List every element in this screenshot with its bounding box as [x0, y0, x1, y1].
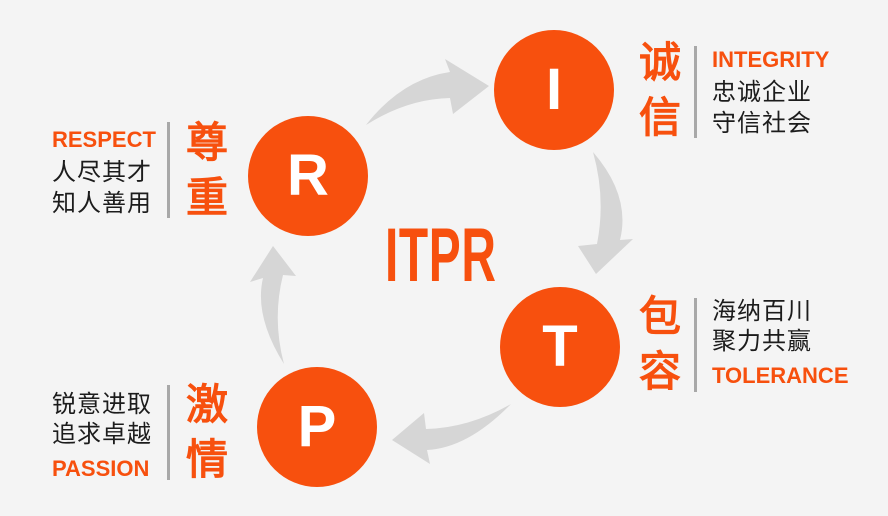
tolerance-desc-line-2: 聚力共赢: [712, 328, 812, 356]
passion-desc-line-2: 追求卓越: [52, 421, 152, 449]
respect-english-label: RESPECT: [52, 127, 156, 152]
integrity-divider: [694, 46, 697, 138]
arrow-i-to-t: [578, 152, 633, 274]
respect-cjk-char-1: 尊: [185, 119, 228, 166]
respect-desc-line-2: 知人善用: [52, 189, 152, 217]
respect-desc-line-1: 人尽其才: [52, 159, 152, 187]
integrity-desc-line-1: 忠诚企业: [712, 79, 812, 107]
tolerance-cjk-char-2: 容: [638, 347, 681, 395]
node-letter-tolerance: T: [542, 314, 578, 379]
node-circle-passion: P: [257, 367, 377, 487]
tolerance-divider: [694, 298, 697, 392]
node-letter-respect: R: [287, 143, 329, 208]
respect-cjk-label: 尊 重: [183, 116, 231, 225]
respect-cjk-char-2: 重: [185, 173, 228, 221]
node-letter-passion: P: [297, 394, 337, 459]
tolerance-cjk-char-1: 包: [638, 293, 681, 340]
tolerance-info-block: 海纳百川 聚力共赢 TOLERANCE: [712, 297, 849, 389]
passion-cjk-char-2: 情: [185, 435, 228, 483]
integrity-desc-line-2: 守信社会: [712, 109, 812, 137]
respect-info-block: RESPECT 人尽其才 知人善用: [52, 127, 156, 219]
tolerance-english-label: TOLERANCE: [712, 362, 849, 388]
node-circle-integrity: I: [494, 30, 614, 150]
integrity-cjk-label: 诚 信: [636, 36, 684, 145]
respect-divider: [167, 122, 170, 218]
passion-info-block: 锐意进取 追求卓越 PASSION: [52, 390, 152, 482]
tolerance-cjk-label: 包 容: [636, 290, 684, 399]
node-circle-tolerance: T: [500, 287, 620, 407]
integrity-english-label: INTEGRITY: [712, 47, 830, 72]
integrity-cjk-char-1: 诚: [638, 39, 681, 86]
arrow-t-to-p: [392, 404, 511, 464]
arrow-r-to-i: [366, 59, 489, 125]
node-circle-respect: R: [248, 116, 368, 236]
passion-cjk-char-1: 激: [185, 381, 228, 428]
diagram-title: ITPR: [385, 213, 497, 298]
node-letter-integrity: I: [545, 57, 563, 122]
integrity-info-block: INTEGRITY 忠诚企业 守信社会: [712, 47, 829, 139]
integrity-cjk-char-2: 信: [638, 93, 681, 141]
passion-english-label: PASSION: [52, 455, 150, 481]
passion-desc-line-1: 锐意进取: [52, 391, 152, 418]
passion-divider: [167, 385, 170, 480]
arrow-p-to-r: [250, 246, 296, 364]
tolerance-desc-line-1: 海纳百川: [712, 298, 812, 325]
passion-cjk-label: 激 情: [183, 378, 231, 487]
